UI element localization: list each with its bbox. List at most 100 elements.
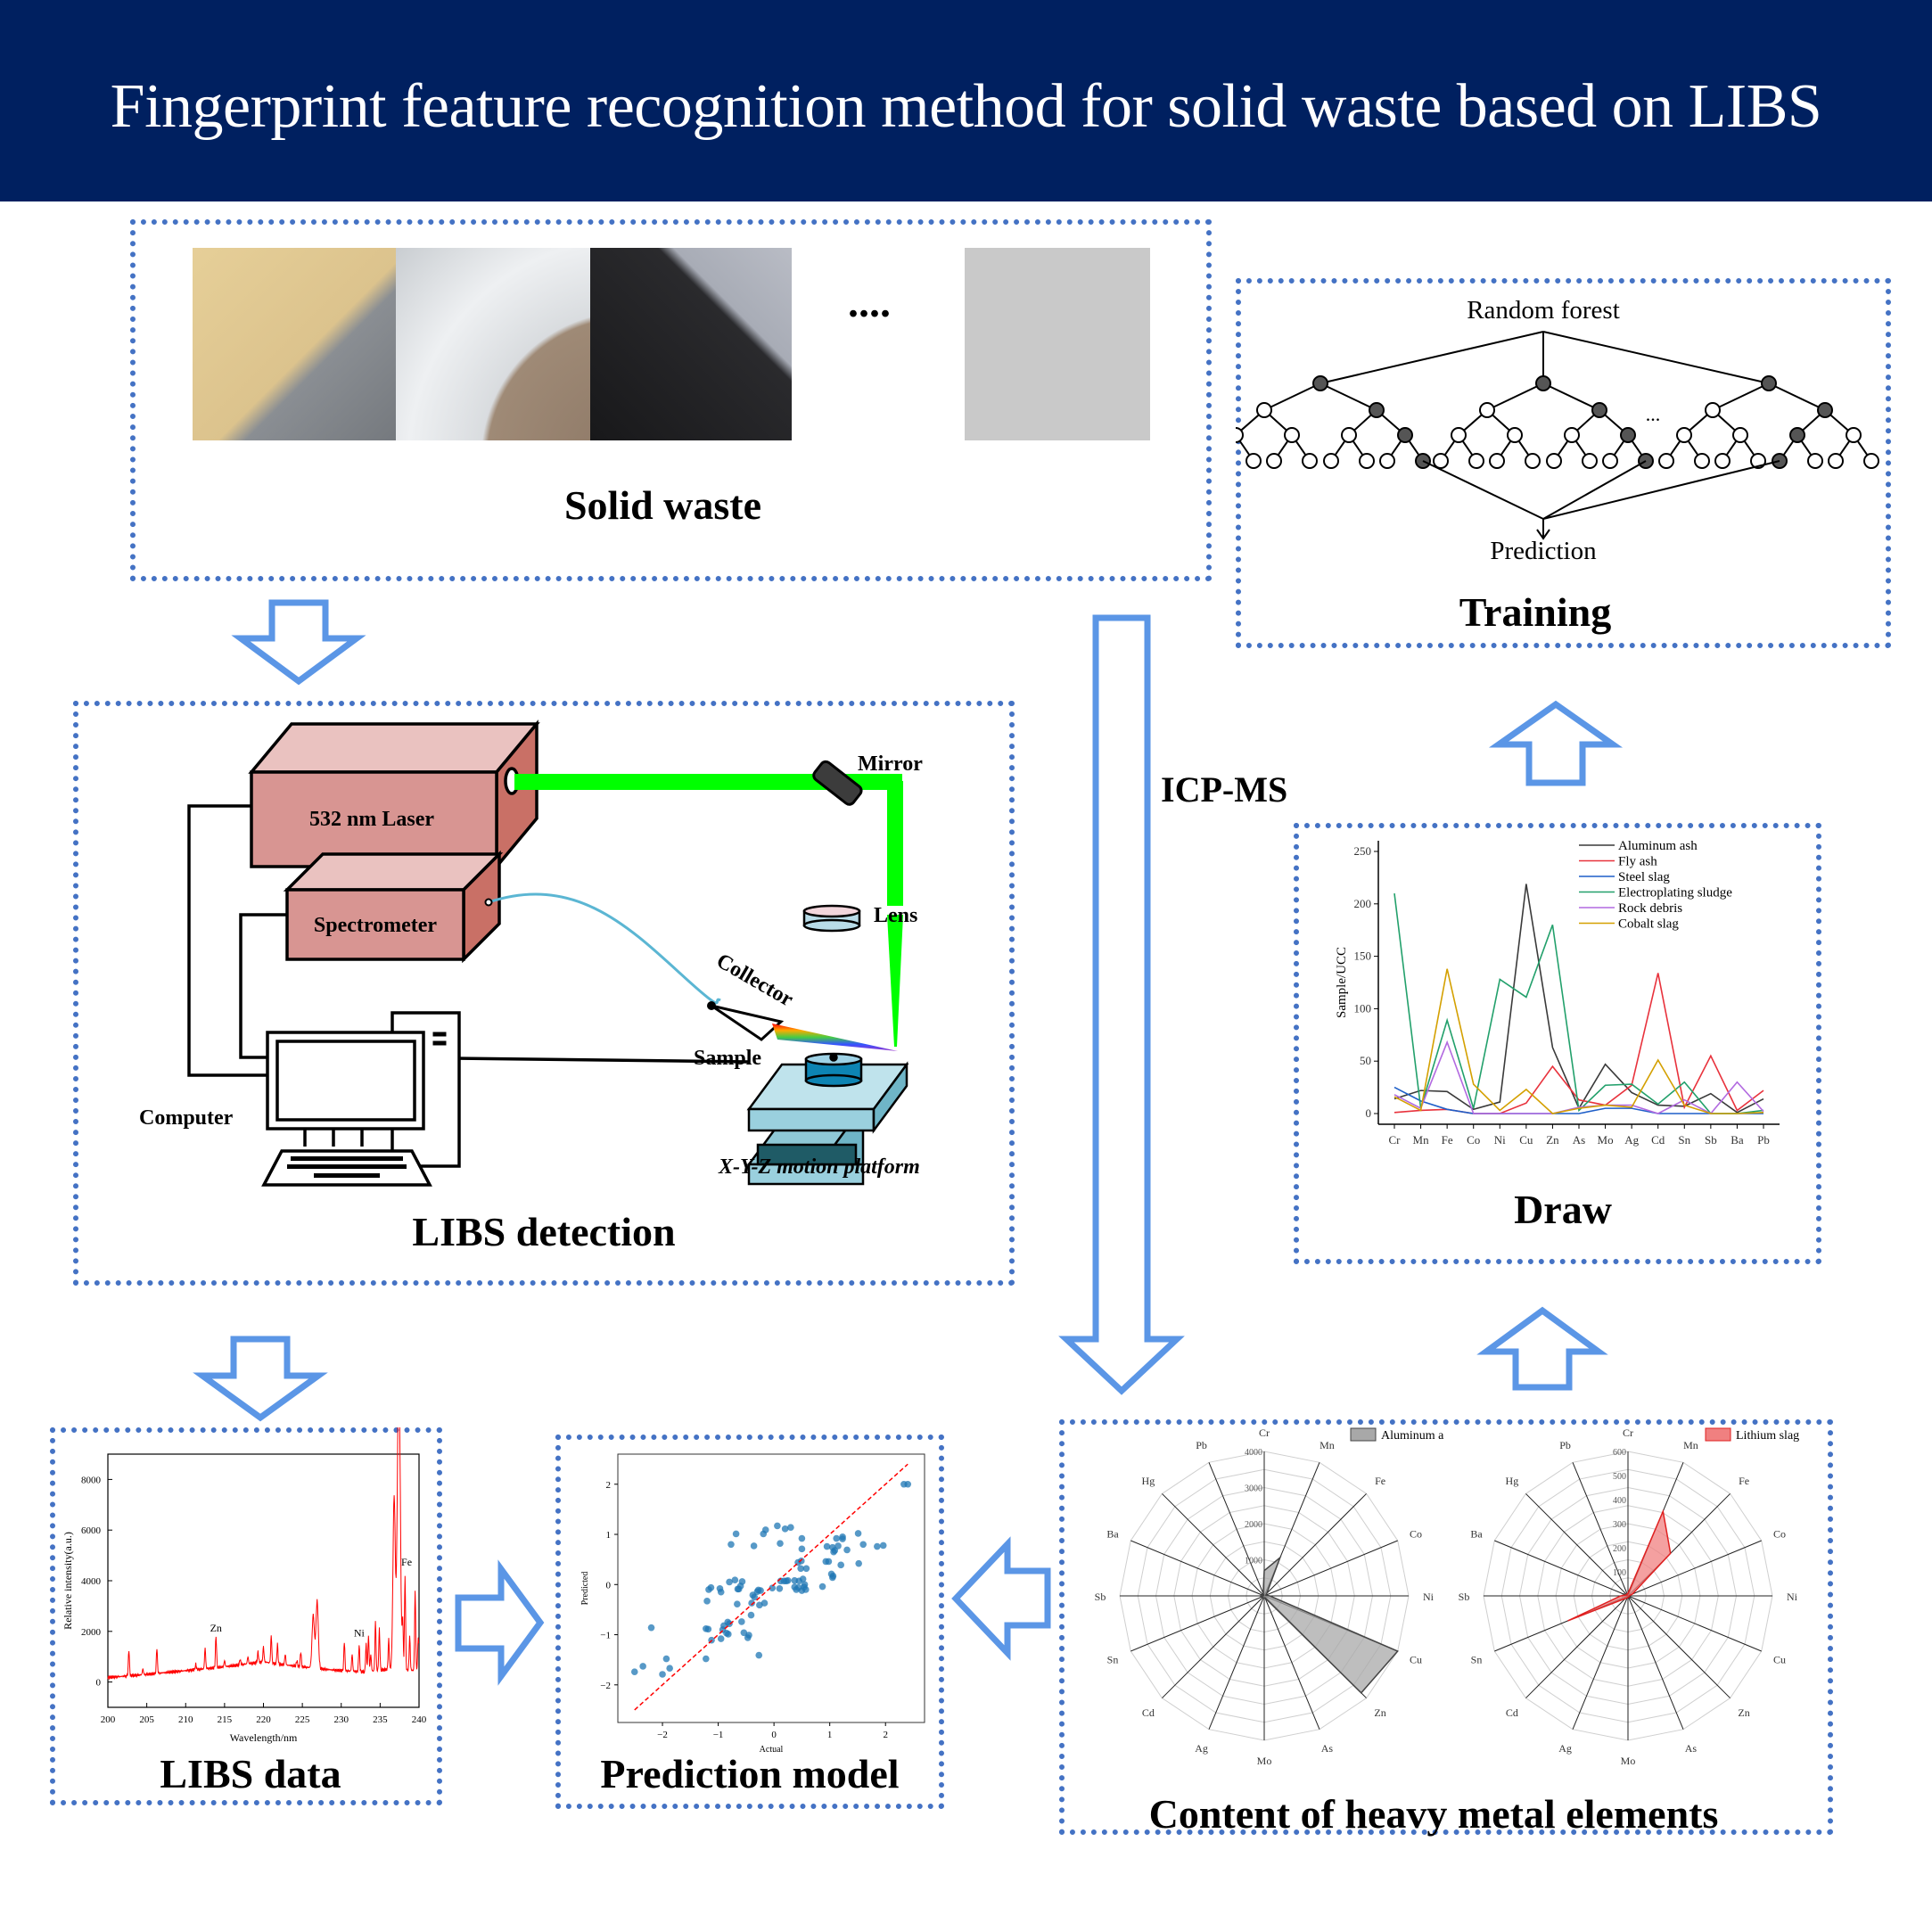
- computer-screen: [275, 1040, 416, 1122]
- arrow-down-long-icon: [1058, 614, 1185, 1395]
- scatter-point: [781, 1525, 789, 1533]
- radar-spoke: [1627, 1540, 1762, 1597]
- scatter-point: [761, 1526, 769, 1533]
- radar-spoke: [1130, 1540, 1265, 1597]
- forest-edge: [1486, 382, 1544, 411]
- tree-node: [1323, 453, 1339, 469]
- radar-axis-label: Sn: [1107, 1653, 1119, 1665]
- x-tick-label: 215: [218, 1714, 233, 1725]
- scatter-point: [855, 1559, 862, 1567]
- y-tick-label: 100: [1354, 1001, 1372, 1015]
- radar-tick-label: 600: [1613, 1448, 1626, 1458]
- scatter-point: [797, 1558, 805, 1565]
- spectrometer-cable: [239, 913, 287, 1059]
- libs-setup-diagram: 532 nm Laser Spectrometer Computer Mirro…: [139, 719, 923, 1187]
- tree-node: [1546, 453, 1562, 469]
- radar-axis-label: Sb: [1459, 1591, 1470, 1603]
- legend-label: Cobalt slag: [1618, 917, 1679, 932]
- radar-axis-label: Cr: [1259, 1426, 1270, 1439]
- radar-axis-label: As: [1321, 1742, 1334, 1755]
- tree-node: [1433, 453, 1449, 469]
- scatter-point: [843, 1546, 851, 1554]
- tree-node: [1525, 453, 1541, 469]
- radar-axis-label: Mn: [1683, 1439, 1698, 1451]
- radar-tick-label: 300: [1613, 1520, 1626, 1530]
- forest-edge: [1263, 382, 1321, 411]
- y-tick-label: 200: [1354, 897, 1372, 910]
- x-tick-label: Zn: [1546, 1133, 1559, 1147]
- legend-label: Steel slag: [1618, 870, 1670, 884]
- laser-beam-focused: [887, 915, 903, 1047]
- x-tick-label: Cd: [1651, 1133, 1665, 1147]
- radar-axis-label: Hg: [1506, 1475, 1519, 1487]
- arrow-down-icon: [231, 599, 366, 686]
- tree-node: [1479, 402, 1495, 418]
- forest-edge: [1542, 382, 1600, 411]
- peak-label-zn: Zn: [210, 1622, 222, 1634]
- radar-spoke: [1263, 1493, 1367, 1597]
- scatter-point: [703, 1655, 710, 1663]
- forest-edge: [1542, 460, 1647, 520]
- scatter-point: [726, 1620, 733, 1627]
- scatter-point: [639, 1663, 646, 1670]
- radar-axis-label: Co: [1773, 1528, 1786, 1541]
- radar-axis-label: Sb: [1095, 1591, 1106, 1603]
- radar-series-area: [1567, 1509, 1672, 1622]
- sample-label: Sample: [694, 1047, 761, 1070]
- x-tick-label: 210: [178, 1714, 193, 1725]
- legend-label: Electroplating sludge: [1618, 886, 1732, 900]
- tree-node: [1266, 453, 1282, 469]
- laser-box[interactable]: [250, 770, 498, 868]
- scatter-point: [802, 1565, 810, 1573]
- series-line-aluminum-ash: [1394, 884, 1764, 1114]
- radar-tick-label: 1000: [1245, 1557, 1262, 1566]
- collector-icon: [707, 1001, 898, 1051]
- tower-slot: [432, 1040, 447, 1046]
- radar-spoke: [1208, 1462, 1265, 1597]
- x-tick-label: 200: [101, 1714, 116, 1725]
- radar-axis-label: Zn: [1738, 1706, 1749, 1719]
- tree-node: [1507, 427, 1523, 443]
- radar-axis-label: Sn: [1471, 1653, 1483, 1665]
- y-axis-label: Sample/UCC: [1335, 947, 1349, 1018]
- scatter-point: [833, 1534, 840, 1542]
- forest-edge: [1768, 382, 1826, 411]
- x-tick-label: Pb: [1757, 1133, 1770, 1147]
- y-tick-label: 8000: [81, 1475, 102, 1485]
- y-tick-label: 4000: [81, 1576, 102, 1587]
- legend-label: Rock debris: [1618, 901, 1682, 916]
- arrow-left-icon: [951, 1536, 1051, 1661]
- tree-node: [1846, 427, 1862, 443]
- x-tick-label: Cr: [1389, 1133, 1402, 1147]
- tree-node: [1379, 453, 1395, 469]
- scatter-point: [802, 1586, 810, 1593]
- radar-axis-label: Mn: [1320, 1439, 1335, 1451]
- x-tick-label: Mn: [1413, 1133, 1430, 1147]
- radar-axis-label: Ni: [1423, 1591, 1435, 1603]
- lens-icon: [802, 904, 861, 933]
- laser-cable: [187, 804, 267, 1077]
- tree-node: [1807, 453, 1823, 469]
- radar-axis-label: Ba: [1470, 1528, 1483, 1541]
- tree-node: [1828, 453, 1844, 469]
- radar-axis-label: Fe: [1375, 1475, 1385, 1487]
- series-line-cobalt-slag: [1394, 968, 1764, 1114]
- tree-node: [1256, 402, 1272, 418]
- radar-axis-label: Ba: [1106, 1528, 1119, 1541]
- series-line-rock-debris: [1394, 1040, 1764, 1115]
- scatter-point: [717, 1588, 725, 1596]
- forest-edge: [1712, 382, 1770, 411]
- sample-dish-icon: [804, 1052, 863, 1088]
- spectrometer-box[interactable]: [285, 888, 465, 961]
- radar-axis-label: Cu: [1410, 1653, 1422, 1665]
- ellipsis-text: ....: [848, 279, 891, 326]
- tree-node: [1312, 375, 1328, 391]
- radar-axis-label: Hg: [1142, 1475, 1155, 1487]
- scatter-point: [799, 1575, 807, 1583]
- x-axis-label: Actual: [760, 1745, 784, 1755]
- radar-spoke: [1525, 1595, 1629, 1698]
- scatter-point: [823, 1542, 831, 1550]
- radar-axis-label: Ag: [1195, 1742, 1208, 1755]
- reference-line: [634, 1463, 908, 1711]
